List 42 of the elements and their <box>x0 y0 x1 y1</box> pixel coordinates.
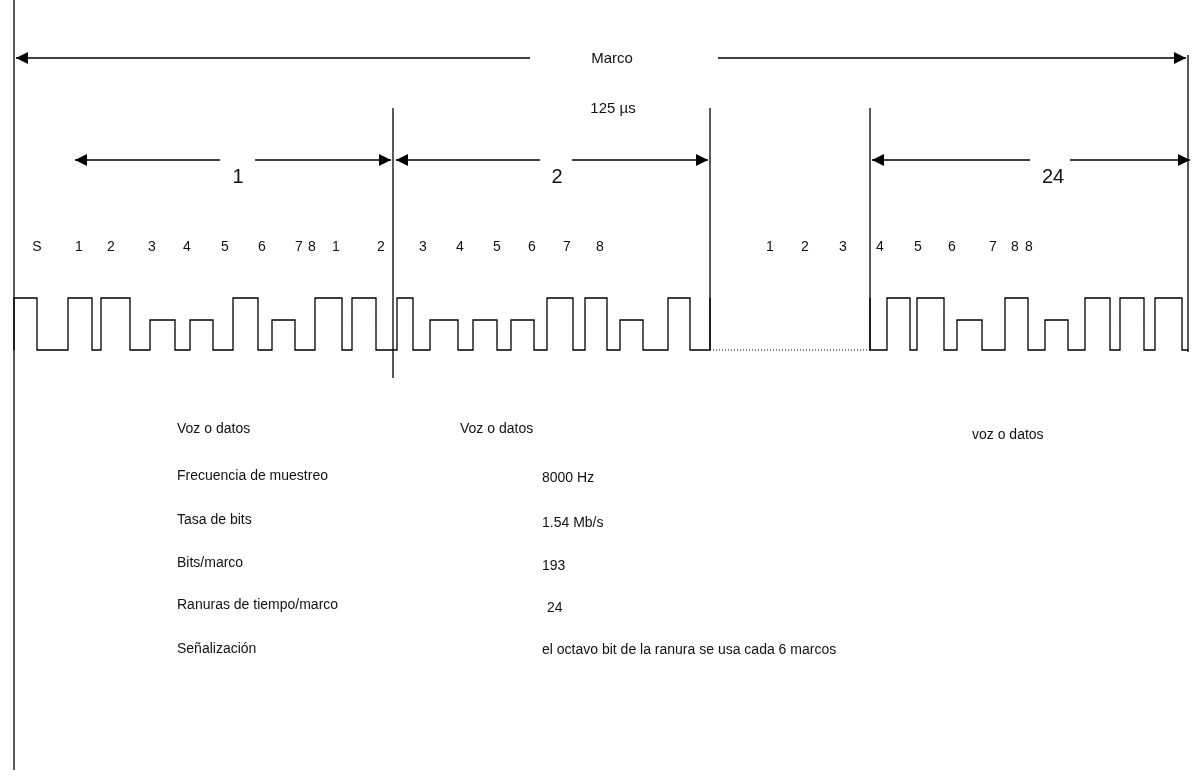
bit-number: 8 <box>596 239 604 253</box>
dimension-label: Marco <box>589 50 635 65</box>
table-label: Tasa de bits <box>175 512 254 526</box>
bit-number: 2 <box>107 239 115 253</box>
bit-number: 8 <box>1011 239 1019 253</box>
bit-number: 4 <box>456 239 464 253</box>
table-value: el octavo bit de la ranura se usa cada 6 marcos <box>540 642 839 656</box>
dimension-label: 2 <box>549 166 565 186</box>
table-value: 8000 Hz <box>540 470 597 484</box>
bit-number: S <box>32 239 42 253</box>
table-label: Frecuencia de muestreo <box>175 468 330 482</box>
bit-number: 4 <box>183 239 191 253</box>
dimension-label: 125 µs <box>588 100 638 115</box>
bit-number: 2 <box>801 239 809 253</box>
bit-number: 7 <box>295 239 303 253</box>
table-value: voz o datos <box>970 427 1046 441</box>
bit-number: 5 <box>493 239 501 253</box>
table-value: 1.54 Mb/s <box>540 515 606 529</box>
bit-number: 6 <box>948 239 956 253</box>
bit-number: 5 <box>221 239 229 253</box>
bit-number: 3 <box>839 239 847 253</box>
bit-number: 2 <box>377 239 385 253</box>
table-value: 24 <box>545 600 565 614</box>
bit-number: 1 <box>332 239 340 253</box>
bit-number: 8 <box>1025 239 1033 253</box>
bit-number: 6 <box>258 239 266 253</box>
table-label: Señalización <box>175 641 259 655</box>
table-value: 193 <box>540 558 568 572</box>
table-label: Bits/marco <box>175 555 246 569</box>
bit-number: 1 <box>75 239 83 253</box>
table-value: Voz o datos <box>458 421 536 435</box>
bit-number: 7 <box>989 239 997 253</box>
table-label: Ranuras de tiempo/marco <box>175 597 341 611</box>
bit-number: 8 <box>308 239 316 253</box>
bit-number: 3 <box>148 239 156 253</box>
bit-number: 5 <box>914 239 922 253</box>
bit-number: 6 <box>528 239 536 253</box>
bit-number: 7 <box>563 239 571 253</box>
table-label: Voz o datos <box>175 421 253 435</box>
bit-number: 1 <box>766 239 774 253</box>
bit-number: 4 <box>876 239 884 253</box>
bit-number: 3 <box>419 239 427 253</box>
